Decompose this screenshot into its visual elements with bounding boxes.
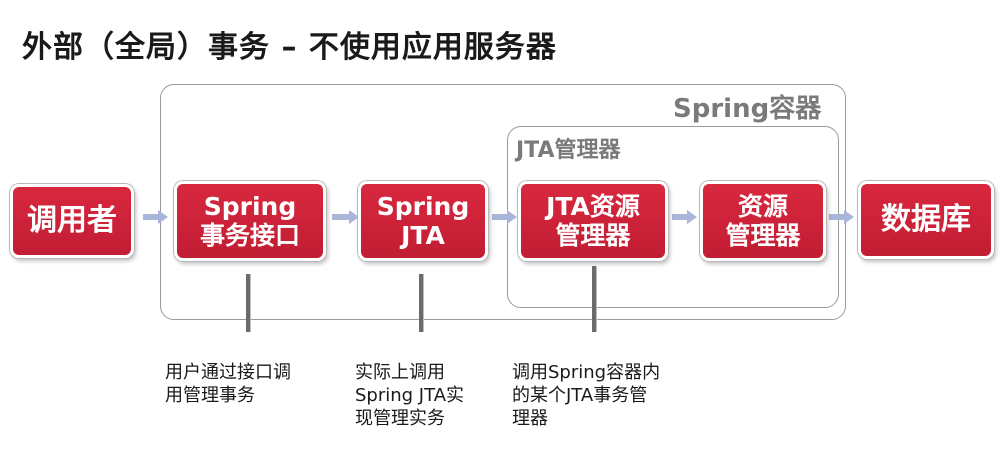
note-jta-line1: 调用Spring容器内 [512, 362, 661, 383]
note-jta-line3: 理器 [512, 408, 548, 430]
jta-resource-manager-line2: 管理器 [555, 221, 631, 250]
arrow-jta-to-resource-manager-shaft [492, 214, 508, 220]
spring-jta-node: Spring JTA [358, 181, 488, 261]
arrow-interface-to-jta-shaft [332, 214, 350, 220]
note-spring-jta: 实际上调用 Spring JTA实 现管理实务 [355, 361, 464, 430]
note-spring-jta-line3: 现管理实务 [355, 408, 445, 430]
note-interface-line1: 用户通过接口调 [165, 362, 291, 383]
arrow-resource-manager-to-resource-shaft [672, 214, 688, 220]
note-spring-jta-line1: 实际上调用 [355, 362, 445, 383]
caller-node-label: 调用者 [27, 203, 117, 239]
resource-manager-node: 资源 管理器 [700, 181, 826, 261]
spring-jta-line1: Spring [376, 191, 470, 221]
resource-manager-line1: 资源 [737, 191, 788, 221]
arrow-resource-to-database [844, 210, 854, 224]
note-interface-line2: 用管理事务 [165, 385, 255, 407]
spring-jta-line2: JTA [401, 221, 445, 250]
note-jta-resource-manager: 调用Spring容器内 的某个JTA事务管 理器 [512, 361, 660, 430]
jta-resource-manager-line1: JTA资源 [546, 191, 640, 221]
resource-manager-line2: 管理器 [725, 221, 801, 250]
spring-container-label: Spring容器 [673, 94, 822, 124]
spring-container [160, 84, 846, 320]
page-title: 外部（全局）事务 – 不使用应用服务器 [22, 30, 557, 65]
pointer-line-interface [246, 274, 250, 332]
caller-node: 调用者 [10, 184, 134, 258]
pointer-line-spring-jta [419, 274, 423, 332]
note-interface: 用户通过接口调 用管理事务 [165, 361, 291, 407]
spring-tx-interface-line2: 事务接口 [199, 221, 300, 250]
note-jta-line2: 的某个JTA事务管 [512, 385, 648, 407]
jta-resource-manager-node: JTA资源 管理器 [518, 181, 668, 261]
arrow-resource-manager-to-resource [687, 210, 697, 224]
spring-tx-interface-node: Spring 事务接口 [174, 181, 326, 261]
arrow-caller-to-interface [158, 210, 168, 224]
database-node-label: 数据库 [881, 202, 971, 238]
pointer-line-jta-resource-manager [592, 266, 596, 332]
note-spring-jta-line2: Spring JTA实 [355, 385, 465, 407]
arrow-caller-to-interface-shaft [143, 214, 159, 220]
database-node: 数据库 [858, 181, 994, 259]
arrow-resource-to-database-shaft [829, 214, 845, 220]
arrow-jta-to-resource-manager [507, 210, 517, 224]
arrow-interface-to-jta [349, 210, 359, 224]
spring-tx-interface-line1: Spring [203, 191, 297, 221]
jta-manager-container-label: JTA管理器 [516, 138, 621, 163]
